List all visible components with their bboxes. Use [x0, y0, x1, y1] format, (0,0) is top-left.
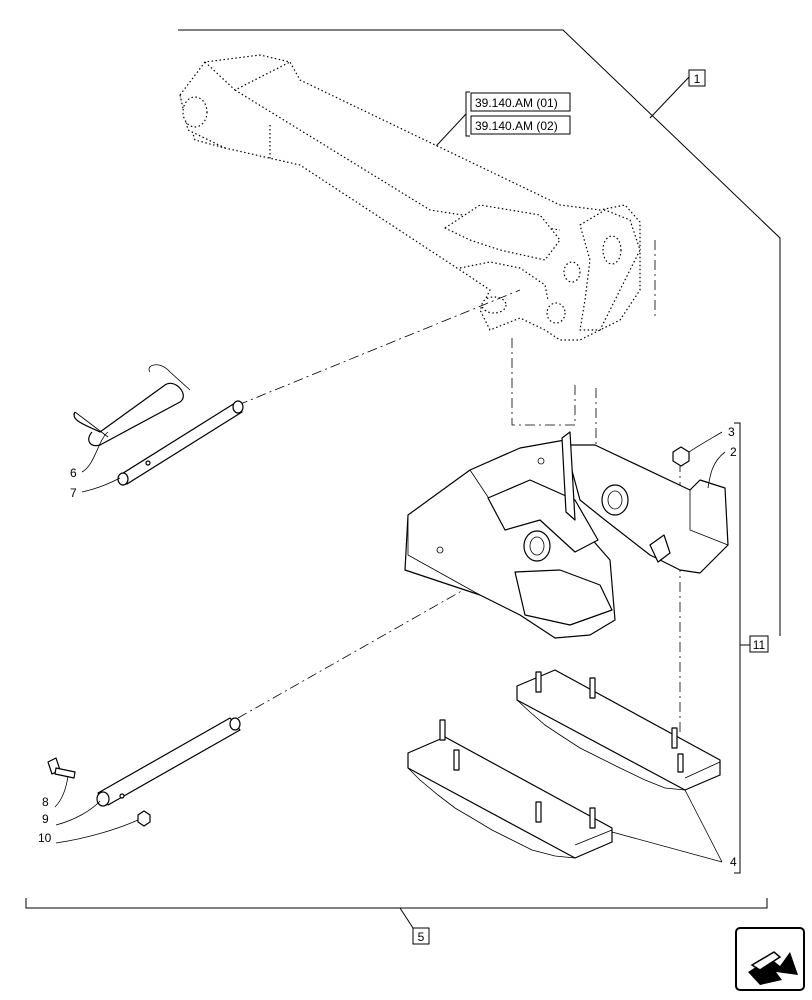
callout-11[interactable]: 11 — [753, 638, 766, 652]
callout-2[interactable]: 2 — [730, 445, 737, 459]
callout-7[interactable]: 7 — [70, 486, 77, 500]
pin-upper — [117, 400, 244, 486]
callout-5[interactable]: 5 — [418, 930, 425, 944]
pin-lower — [96, 717, 241, 807]
callout-4[interactable]: 4 — [730, 855, 737, 869]
bolt-8 — [47, 757, 76, 779]
lynch-clip — [73, 364, 191, 447]
mount-plate-right — [564, 444, 729, 574]
rubber-pad-upper — [516, 669, 721, 791]
callouts-right: 3 2 4 — [611, 425, 737, 869]
callout-9[interactable]: 9 — [42, 812, 49, 826]
callout-3[interactable]: 3 — [728, 425, 735, 439]
loader-arm-outline — [179, 54, 641, 341]
callout-1[interactable]: 1 — [694, 72, 701, 86]
assembly-bracket-11: 11 — [734, 422, 769, 874]
nut-10 — [137, 810, 151, 827]
callouts-left: 6 7 8 9 10 — [38, 431, 139, 845]
mount-bracket-main — [404, 431, 616, 639]
reference-link-01[interactable]: 39.140.AM (01) — [475, 96, 558, 110]
assembly-bracket-1: 1 — [178, 29, 781, 636]
callout-10[interactable]: 10 — [38, 831, 52, 845]
nut-3 — [672, 446, 690, 467]
assembly-bracket-5: 5 — [25, 898, 768, 945]
next-page-icon[interactable] — [735, 927, 805, 991]
rubber-pad-lower — [407, 719, 613, 859]
callout-6[interactable]: 6 — [70, 466, 77, 480]
reference-links: 39.140.AM (01) 39.140.AM (02) — [424, 91, 571, 159]
reference-link-02[interactable]: 39.140.AM (02) — [475, 119, 558, 133]
callout-8[interactable]: 8 — [42, 795, 49, 809]
